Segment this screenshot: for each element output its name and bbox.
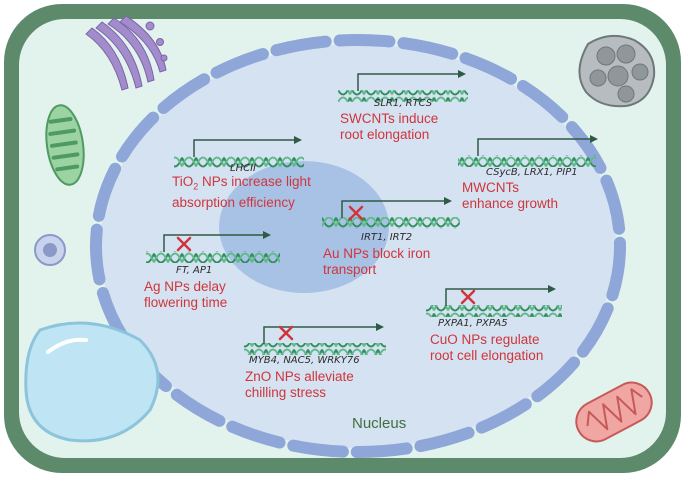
gene-construct-zno xyxy=(244,323,386,355)
nucleus-label: Nucleus xyxy=(352,415,407,432)
gene-construct-tio2 xyxy=(174,136,304,168)
arrowhead xyxy=(376,323,384,331)
golgi-icon xyxy=(85,15,168,91)
dna-helix xyxy=(338,90,468,102)
arrowhead xyxy=(294,136,302,144)
dna-helix xyxy=(146,251,280,263)
caption-line: root elongation xyxy=(340,127,430,142)
gene-names-mwcnt: CSycB, LRX1, PIP1 xyxy=(486,167,578,178)
dna-helix xyxy=(244,343,386,355)
organelle-icon xyxy=(578,34,656,108)
gene-construct-swcnt xyxy=(338,70,468,102)
gene-construct-ag xyxy=(146,231,280,263)
transcription-arrow xyxy=(445,288,550,306)
arrowhead xyxy=(444,197,452,205)
vacuole-icon xyxy=(24,321,160,443)
caption-line: MWCNTs xyxy=(462,180,519,195)
gene-names-tio2: LHCII xyxy=(230,163,256,174)
caption-line: flowering time xyxy=(144,295,228,310)
transcription-arrow xyxy=(477,138,592,156)
transcription-arrow xyxy=(163,234,265,252)
gene-names-ag: FT, AP1 xyxy=(176,265,213,276)
vesicle-icon xyxy=(34,234,66,266)
caption-line: Ag NPs delay xyxy=(144,279,226,294)
caption-line: transport xyxy=(323,262,377,277)
caption-prefix: TiO xyxy=(172,174,194,189)
caption-line: chilling stress xyxy=(245,385,327,400)
caption-line: ZnO NPs alleviate xyxy=(245,369,354,384)
gene-names-zno: MYB4, NAC5, WRKY76 xyxy=(249,355,360,366)
transcription-arrow xyxy=(357,73,460,91)
mitochondrion-icon xyxy=(575,381,653,443)
blocked-x-icon xyxy=(278,325,294,341)
caption-subscript: 2 xyxy=(193,181,199,192)
transcription-arrow xyxy=(263,326,378,344)
nuclear-membrane xyxy=(90,34,626,458)
caption-line: enhance growth xyxy=(462,196,559,211)
gene-names-au: IRT1, IRT2 xyxy=(361,232,413,243)
blocked-x-icon xyxy=(348,205,364,221)
chloroplast-icon xyxy=(45,104,85,186)
arrowhead xyxy=(263,231,271,239)
caption-text: NPs increase light xyxy=(198,174,311,189)
caption-line: Au NPs block iron xyxy=(323,246,431,261)
dna-helix xyxy=(174,156,304,168)
gene-constructs xyxy=(146,70,598,355)
blocked-x-icon xyxy=(176,236,192,252)
dna-helix xyxy=(426,305,562,317)
caption-line: root cell elongation xyxy=(430,348,544,363)
caption-line: CuO NPs regulate xyxy=(430,332,540,347)
dna-helix xyxy=(458,155,596,167)
caption-line: absorption efficiency xyxy=(172,194,295,210)
blocked-x-icon xyxy=(460,289,476,305)
gene-construct-au xyxy=(322,197,460,229)
transcription-arrow xyxy=(193,139,296,157)
dna-helix xyxy=(322,217,460,229)
gene-names-cuo: PXPA1, PXPA5 xyxy=(438,318,508,329)
arrowhead xyxy=(548,285,556,293)
caption-line: TiO2 NPs increase light xyxy=(172,174,311,195)
arrowhead xyxy=(590,135,598,143)
caption-line: SWCNTs induce xyxy=(340,111,439,126)
gene-construct-cuo xyxy=(426,285,562,317)
gene-construct-mwcnt xyxy=(458,135,598,167)
arrowhead xyxy=(458,70,466,78)
transcription-arrow xyxy=(341,200,446,218)
gene-names-swcnt: SLR1, RTCS xyxy=(374,98,433,109)
